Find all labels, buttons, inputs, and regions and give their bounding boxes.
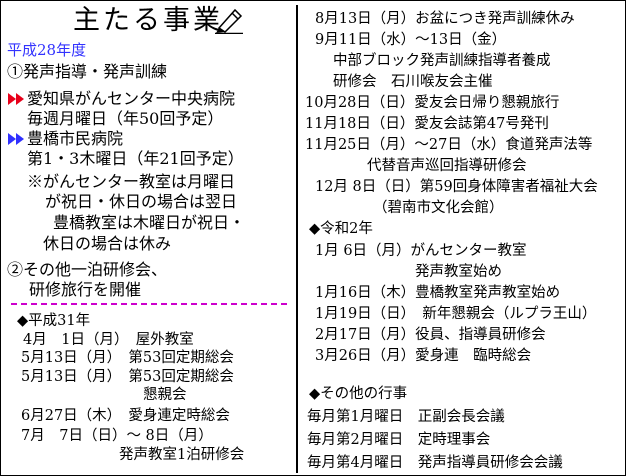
hospital1-schedule: 毎週月曜日（年50回予定） [27, 109, 224, 128]
event-line: 毎月第1月曜日 正副会長会議 [307, 409, 505, 425]
pencil-icon [215, 8, 243, 34]
h31-heading: ◆平成31年 [17, 313, 91, 329]
note-line: が祝日・休日の場合は翌日 [45, 192, 238, 211]
event-line: 1月19日（日） 新年懇親会（ルプラ王山） [315, 306, 597, 322]
event-line: 毎月第4月曜日 発声指導員研修会会議 [307, 455, 563, 471]
event-line: 発声教室始め [415, 264, 502, 280]
hospital1-name: 愛知県がんセンター中央病院 [27, 89, 236, 108]
event-line: 11月18日（日）愛友会誌第47号発刊 [305, 116, 549, 132]
hospital2-name: 豊橋市民病院 [27, 129, 124, 148]
fiscal-year-label: 平成28年度 [7, 41, 87, 59]
column-divider [296, 5, 298, 473]
double-triangle-icon [8, 93, 24, 105]
event-line: 3月26日（月）愛身連 臨時総会 [315, 348, 532, 364]
event-line: 代替音声巡回指導研修会 [367, 158, 527, 174]
event-line: 毎月第2月曜日 定時理事会 [307, 432, 491, 448]
event-line: 12月 8日（日）第59回身体障害者福祉大会 [315, 179, 598, 195]
event-line: 研修会 石川喉友会主催 [333, 74, 493, 90]
event-line: 5月13日（月） 第53回定期総会 [21, 369, 234, 385]
event-line: 懇親会 [143, 387, 187, 403]
page-title: 主たる事業 [73, 5, 223, 36]
event-line: 11月25日（月）～27日（水）食道発声法等 [305, 137, 593, 153]
event-line: 発声教室1泊研修会 [119, 447, 245, 463]
section1-heading: ①発声指導・発声訓練 [7, 62, 168, 81]
event-line: 7月 7日（日）～ 8日（月） [21, 428, 213, 444]
event-line: 1月 6日（月）がんセンター教室 [315, 243, 527, 259]
hospital2-schedule: 第1・3木曜日（年21回予定） [27, 149, 244, 168]
r2-heading: ◆令和2年 [309, 221, 373, 237]
other-events-heading: ◆その他の行事 [309, 386, 408, 402]
note-line: 豊橋教室は木曜日が祝日・ [53, 213, 246, 232]
event-line: 9月11日（水）～13日（金） [315, 32, 507, 48]
event-line: （碧南市文化会館） [373, 200, 504, 216]
event-line: 8月13日（月）お盆につき発声訓練休み [315, 11, 575, 27]
note-line: ※がんセンター教室は月曜日 [27, 172, 236, 191]
event-line: 4月 1日（月） 屋外教室 [23, 332, 194, 348]
note-line: 休日の場合は休み [43, 234, 172, 253]
section2-subline: 研修旅行を開催 [29, 280, 142, 299]
event-line: 2月17日（月）役員、指導員研修会 [315, 327, 546, 343]
event-line: 中部ブロック発声訓練指導者養成 [333, 53, 551, 69]
section2-heading: ②その他一泊研修会、 [7, 260, 168, 279]
event-line: 10月28日（日）愛友会日帰り懇親旅行 [305, 95, 560, 111]
event-line: 6月27日（木） 愛身連定時総会 [21, 408, 230, 424]
event-line: 5月13日（月） 第53回定期総会 [21, 350, 234, 366]
double-triangle-icon [8, 133, 24, 145]
event-line: 1月16日（木）豊橋教室発声教室始め [315, 285, 561, 301]
section-divider [11, 303, 287, 305]
